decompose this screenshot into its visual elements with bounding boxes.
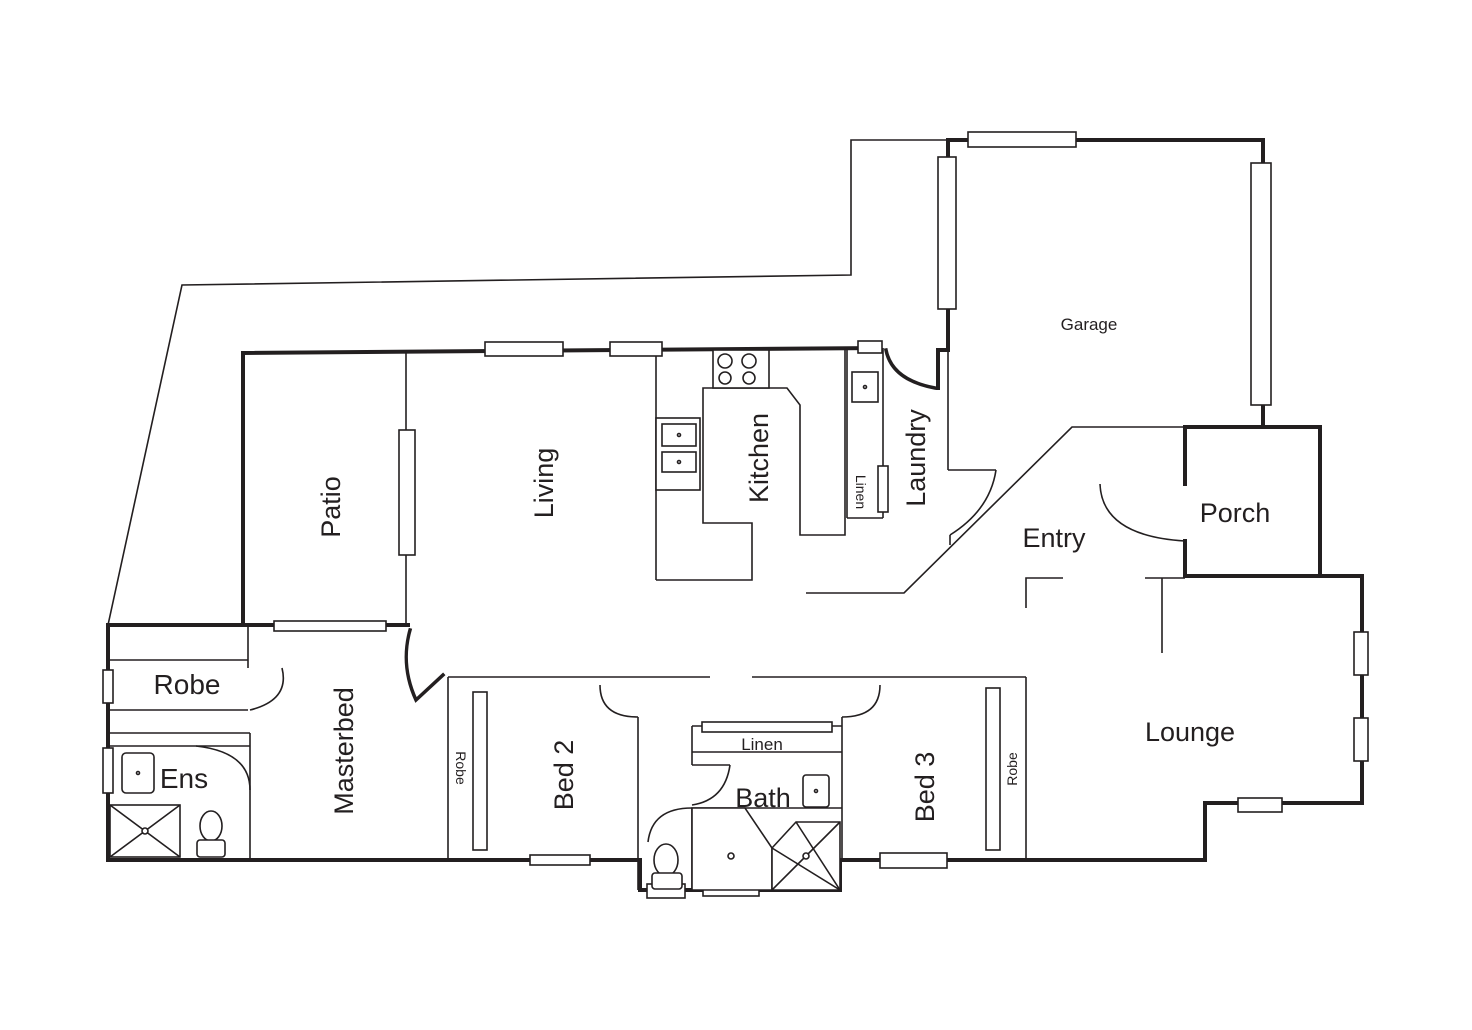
label-laundry: Laundry xyxy=(901,409,931,507)
interior-walls xyxy=(108,348,1185,890)
kitchen-sink-icon xyxy=(655,417,701,491)
fixtures xyxy=(109,349,1001,891)
label-bed3: Bed 3 xyxy=(910,752,940,823)
ensuite-shower-icon xyxy=(109,804,181,858)
label-garage: Garage xyxy=(1061,315,1118,334)
label-entry: Entry xyxy=(1022,523,1086,553)
robe-bed3-rail-icon xyxy=(985,687,1001,851)
label-lounge: Lounge xyxy=(1145,717,1235,747)
robe-bed2-rail-icon xyxy=(472,691,488,851)
bath-basin-icon xyxy=(802,774,830,808)
label-kitchen: Kitchen xyxy=(744,413,774,503)
stove-icon xyxy=(712,349,770,389)
label-linen-bath: Linen xyxy=(741,735,783,754)
laundry-tub-icon xyxy=(851,371,879,403)
label-robe-bed2: Robe xyxy=(453,751,469,785)
label-porch: Porch xyxy=(1200,498,1271,528)
laundry-shelf-icon xyxy=(877,465,889,513)
label-robe-bed3: Robe xyxy=(1004,752,1020,786)
exterior-walls xyxy=(106,138,1364,892)
bath-shower-icon xyxy=(771,821,841,891)
label-robe-master: Robe xyxy=(154,669,221,700)
bath-toilet-icon xyxy=(651,843,683,890)
ensuite-basin-icon xyxy=(121,752,155,794)
label-bath: Bath xyxy=(735,783,791,813)
ensuite-toilet-icon xyxy=(196,810,226,858)
site-boundary xyxy=(107,139,948,626)
label-masterbed: Masterbed xyxy=(329,687,359,815)
bathtub-icon xyxy=(691,807,773,891)
label-patio: Patio xyxy=(316,476,346,538)
label-linen-laundry: Linen xyxy=(853,475,869,509)
room-labels: Garage Patio Living Kitchen Laundry Line… xyxy=(154,315,1271,822)
label-bed2: Bed 2 xyxy=(549,740,579,811)
label-living: Living xyxy=(529,448,559,519)
bath-linen-shelf-icon xyxy=(701,721,833,733)
doors xyxy=(195,347,1186,843)
label-ensuite: Ens xyxy=(160,763,208,794)
windows xyxy=(102,131,1369,899)
